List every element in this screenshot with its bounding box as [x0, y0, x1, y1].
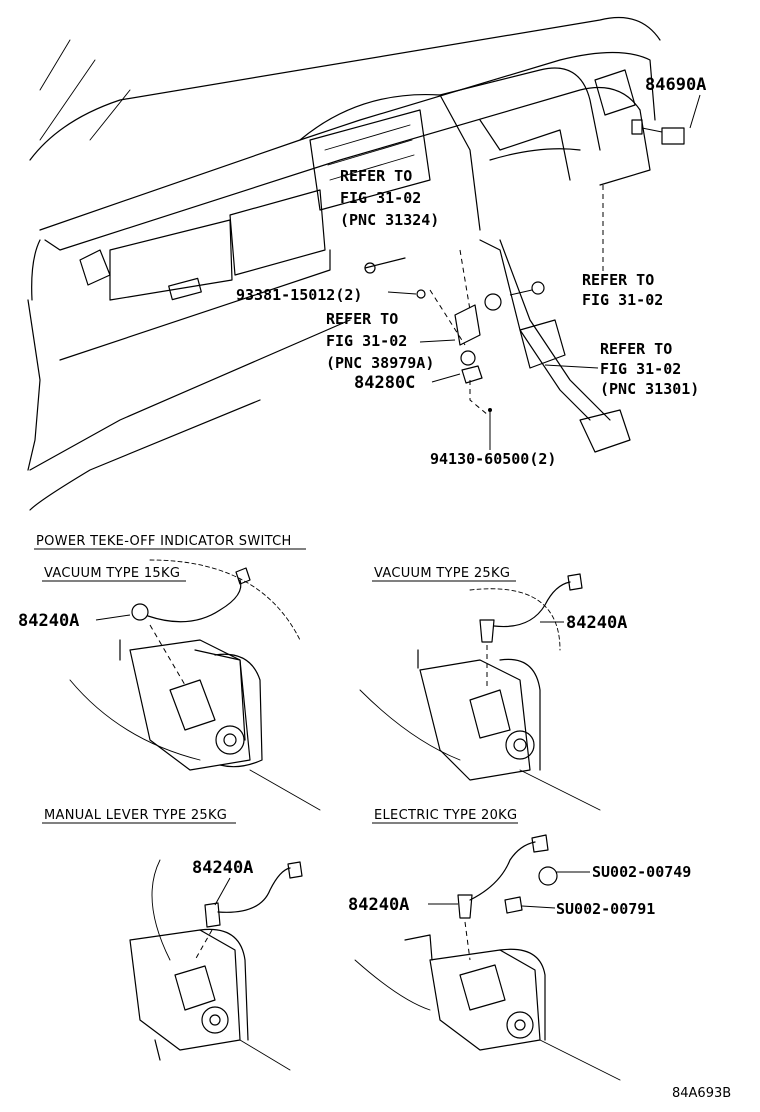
panel-2-caption: VACUUM TYPE 25KG: [374, 566, 510, 581]
panel-4-part: 84240A: [348, 895, 409, 915]
section-title: POWER TEKE-OFF INDICATOR SWITCH: [36, 534, 292, 549]
electric-20kg-illustration: [354, 834, 621, 1081]
panel-4-caption: ELECTRIC TYPE 20KG: [374, 808, 517, 823]
ref-31324-line2: FIG 31-02: [340, 189, 421, 207]
vacuum-15kg-illustration: [69, 559, 321, 811]
panel-1-caption: VACUUM TYPE 15KG: [44, 566, 180, 581]
vacuum-25kg-illustration: [359, 573, 601, 811]
ref-31324-line3: (PNC 31324): [340, 211, 439, 229]
ref-31301-line1: REFER TO: [600, 340, 672, 358]
panel-1-part: 84240A: [18, 611, 79, 631]
figure-code: 84A693B: [672, 1086, 731, 1101]
manual-lever-25kg-illustration: [129, 859, 303, 1071]
dashboard-illustration: [27, 16, 701, 511]
ref-38979a-line1: REFER TO: [326, 310, 398, 328]
panel-2-part: 84240A: [566, 613, 627, 633]
ref-31324-line1: REFER TO: [340, 167, 412, 185]
ref-plain-line2: FIG 31-02: [582, 291, 663, 309]
panel-3-part: 84240A: [192, 858, 253, 878]
part-su002-00749: SU002-00749: [592, 863, 691, 881]
part-93381: 93381-15012(2): [236, 286, 362, 304]
ref-31301-line3: (PNC 31301): [600, 380, 699, 398]
ref-31301-line2: FIG 31-02: [600, 360, 681, 378]
part-84690a: 84690A: [645, 75, 706, 95]
ref-38979a-line3: (PNC 38979A): [326, 354, 434, 372]
part-su002-00791: SU002-00791: [556, 900, 655, 918]
panel-3-caption: MANUAL LEVER TYPE 25KG: [44, 808, 227, 823]
part-94130: 94130-60500(2): [430, 450, 556, 468]
ref-plain-line1: REFER TO: [582, 271, 654, 289]
part-84280c: 84280C: [354, 373, 415, 393]
ref-38979a-line2: FIG 31-02: [326, 332, 407, 350]
